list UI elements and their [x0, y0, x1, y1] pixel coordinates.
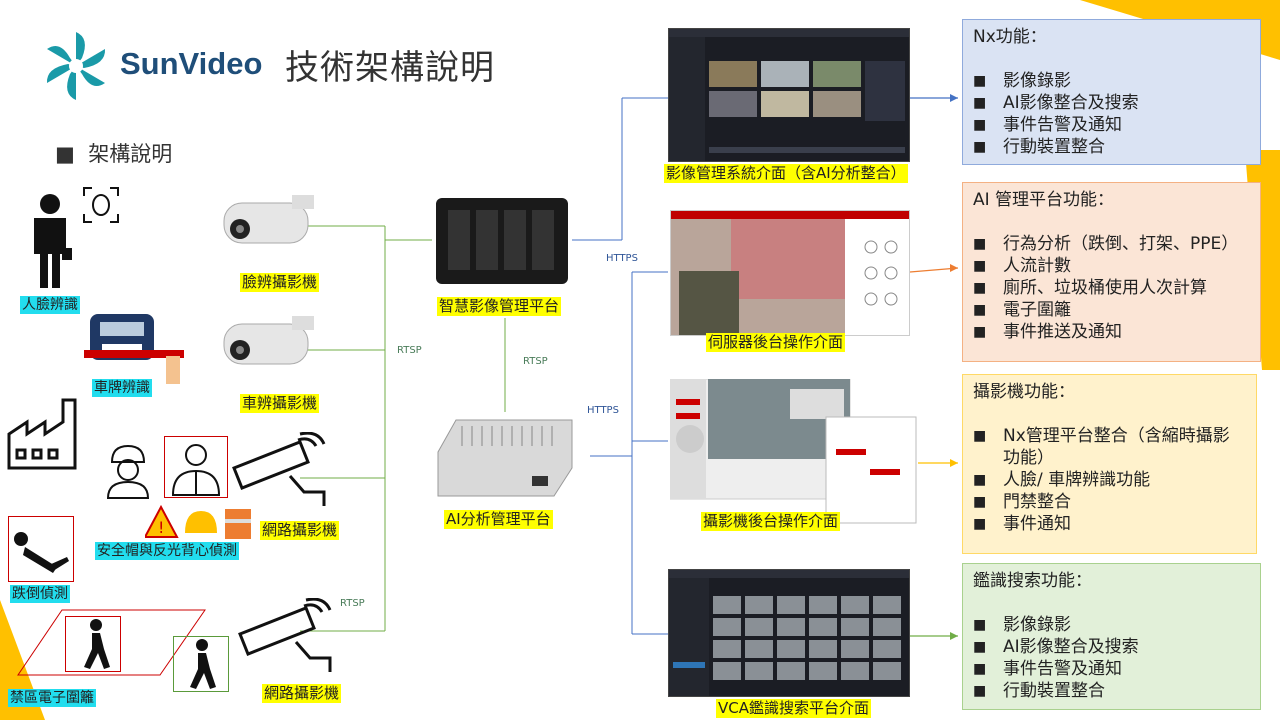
panel-ai-item: 事件推送及通知	[973, 321, 1250, 343]
panel-vca-title: 鑑識搜索功能：	[973, 571, 1092, 591]
panel-camera-item: 門禁整合	[973, 491, 1246, 513]
label-face: 人臉辨識	[20, 296, 80, 314]
bullet-camera-icon	[214, 195, 318, 257]
car-barrier-icon	[80, 306, 192, 386]
panel-nx-title: Nx功能：	[973, 27, 1047, 47]
panel-ai-item: 廁所、垃圾桶使用人次計算	[973, 277, 1250, 299]
logo-icon	[38, 28, 114, 104]
rtsp-label-1: RTSP	[397, 345, 422, 356]
worker-suit-box	[164, 436, 228, 498]
label-plate: 車牌辨識	[92, 379, 152, 397]
panel-vca-item: AI影像整合及搜索	[973, 636, 1250, 658]
cctv-camera-icon	[230, 431, 342, 506]
label-helmet: 安全帽與反光背心偵測	[95, 542, 239, 560]
page-title: 技術架構說明	[285, 48, 495, 88]
label-fall: 跌倒偵測	[10, 585, 70, 603]
net-camera-label-2: 網路攝影機	[262, 684, 342, 703]
screen-label-3: 攝影機後台操作介面	[701, 512, 841, 531]
panel-camera-item: 事件通知	[973, 513, 1246, 535]
nvr-device-icon	[432, 196, 572, 286]
panel-nx-item: 影像錄影	[973, 70, 1250, 92]
screen-label-2: 伺服器後台操作介面	[706, 333, 846, 352]
panel-vca-item: 事件告警及通知	[973, 658, 1250, 680]
panel-ai-item: 電子圍籬	[973, 299, 1250, 321]
panel-ai: AI 管理平台功能： 行為分析（跌倒、打架、PPE） 人流計數 廁所、垃圾桶使用…	[962, 182, 1261, 362]
net-camera-label-1: 網路攝影機	[260, 521, 340, 540]
face-camera-label: 臉辨攝影機	[240, 273, 320, 292]
panel-camera-title: 攝影機功能：	[973, 382, 1075, 402]
https-label-1: HTTPS	[606, 253, 638, 264]
rtsp-label-2: RTSP	[523, 356, 548, 367]
panel-camera-item: 人臉/ 車牌辨識功能	[973, 469, 1246, 491]
label-fence: 禁區電子圍籬	[8, 689, 96, 707]
panel-vca: 鑑識搜索功能： 影像錄影 AI影像整合及搜索 事件告警及通知 行動裝置整合	[962, 563, 1261, 710]
cctv-camera-icon-2	[236, 597, 348, 672]
nx-screen-image	[668, 28, 910, 162]
ai-platform-label: AI分析管理平台	[444, 510, 553, 529]
ai-box-icon	[432, 412, 578, 500]
panel-nx: Nx功能： 影像錄影 AI影像整合及搜索 事件告警及通知 行動裝置整合	[962, 19, 1261, 165]
fence-person-box	[65, 616, 121, 672]
bullet-camera-icon-2	[214, 316, 318, 378]
section-heading: ■ 架構說明	[55, 142, 173, 166]
businessman-icon	[28, 192, 72, 288]
walking-person-box	[173, 636, 229, 692]
vca-screen-image	[668, 569, 910, 697]
screen-label-1: 影像管理系統介面（含AI分析整合）	[664, 164, 908, 183]
screen-label-4: VCA鑑識搜索平台介面	[716, 699, 871, 718]
panel-nx-item: 行動裝置整合	[973, 136, 1250, 158]
rtsp-label-3: RTSP	[340, 598, 365, 609]
server-screen-image	[670, 210, 910, 336]
panel-nx-item: 事件告警及通知	[973, 114, 1250, 136]
camera-screen-image	[669, 378, 918, 525]
panel-ai-title: AI 管理平台功能：	[973, 190, 1115, 210]
panel-nx-item: AI影像整合及搜索	[973, 92, 1250, 114]
nvr-platform-label: 智慧影像管理平台	[437, 297, 562, 316]
fall-person-box	[8, 516, 74, 582]
panel-ai-item: 人流計數	[973, 255, 1250, 277]
panel-camera-item: Nx管理平台整合（含縮時攝影功能）	[973, 425, 1246, 469]
https-label-2: HTTPS	[587, 405, 619, 416]
panel-ai-item: 行為分析（跌倒、打架、PPE）	[973, 233, 1250, 255]
worker-helmet-icon	[104, 442, 152, 500]
svg-text:!: !	[158, 518, 164, 537]
panel-vca-item: 影像錄影	[973, 614, 1250, 636]
plate-camera-label: 車辨攝影機	[240, 394, 320, 413]
face-scan-icon	[82, 186, 120, 224]
logo-text: SunVideo	[120, 46, 263, 81]
panel-camera: 攝影機功能： Nx管理平台整合（含縮時攝影功能） 人臉/ 車牌辨識功能 門禁整合…	[962, 374, 1257, 554]
panel-vca-item: 行動裝置整合	[973, 680, 1250, 702]
factory-icon	[5, 390, 83, 472]
safety-icons: !	[143, 504, 255, 541]
